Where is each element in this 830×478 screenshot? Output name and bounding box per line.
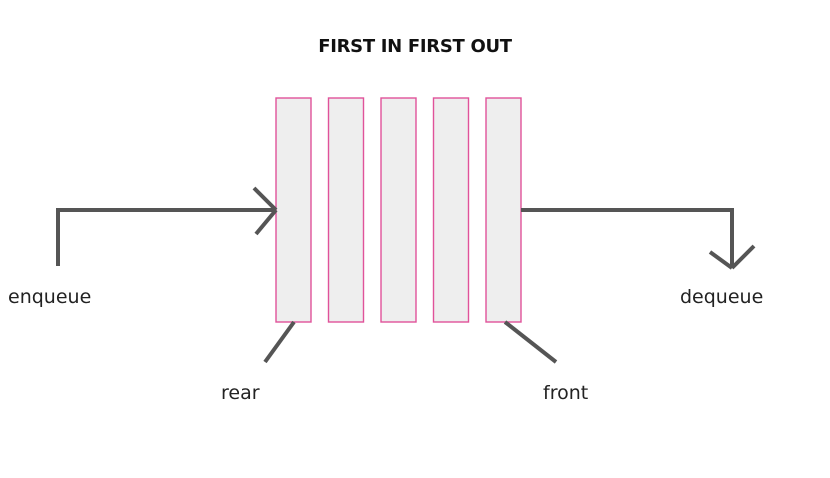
queue-slot (432, 97, 470, 323)
enqueue-arrow (56, 186, 278, 266)
front-label: front (543, 382, 589, 404)
rear-label: rear (221, 382, 260, 404)
queue-slot (275, 97, 312, 323)
enqueue-label: enqueue (8, 286, 92, 308)
rear-pointer (263, 320, 296, 364)
dequeue-arrow (521, 208, 756, 270)
queue-slot (327, 97, 365, 323)
dequeue-label: dequeue (680, 286, 764, 308)
queue-slot (380, 97, 417, 323)
diagram-title: FIRST IN FIRST OUT (318, 36, 512, 57)
queue-slot (485, 97, 522, 323)
queue-slots (275, 97, 522, 323)
front-pointer (503, 320, 558, 364)
